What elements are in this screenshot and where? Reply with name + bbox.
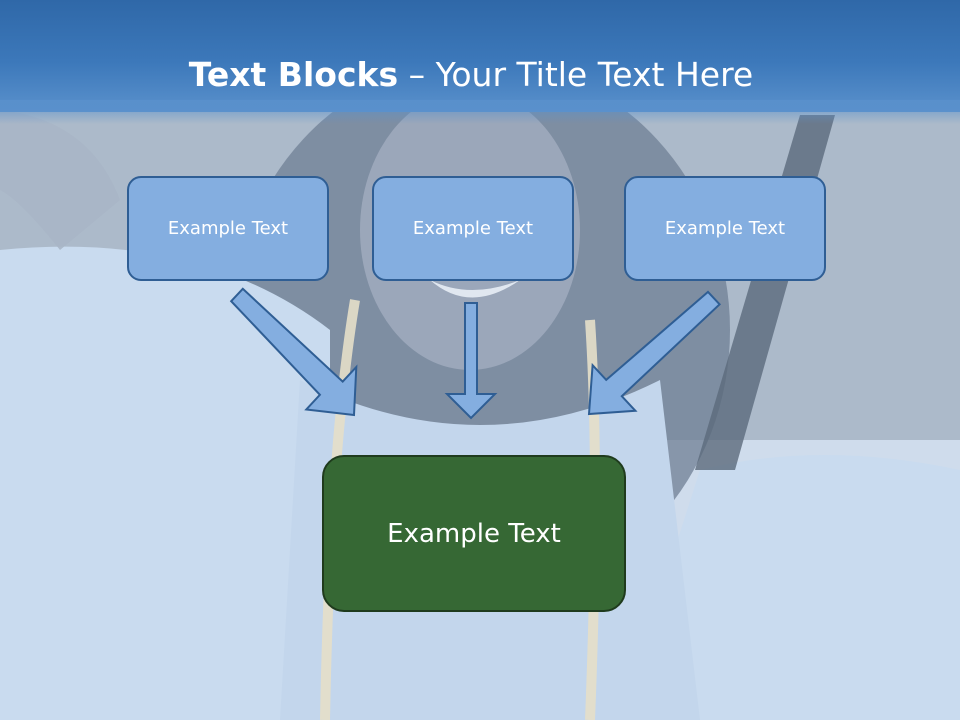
text-block-2[interactable]: Example Text xyxy=(372,176,574,281)
result-block-label: Example Text xyxy=(387,518,561,549)
result-block[interactable]: Example Text xyxy=(322,455,626,612)
title-bar xyxy=(0,0,960,112)
title-rest: Your Title Text Here xyxy=(435,55,754,94)
title-bar-fade xyxy=(0,100,960,124)
title-separator: – xyxy=(398,55,436,94)
text-block-1[interactable]: Example Text xyxy=(127,176,329,281)
arrow-center xyxy=(444,302,498,420)
arrow-left xyxy=(229,287,358,417)
slide-title: Text Blocks – Your Title Text Here xyxy=(0,52,942,98)
arrow-right xyxy=(587,290,722,416)
text-block-3-label: Example Text xyxy=(664,218,786,239)
title-bold: Text Blocks xyxy=(188,55,399,94)
text-block-2-label: Example Text xyxy=(412,218,534,239)
text-block-3[interactable]: Example Text xyxy=(624,176,826,281)
text-block-1-label: Example Text xyxy=(167,218,289,239)
